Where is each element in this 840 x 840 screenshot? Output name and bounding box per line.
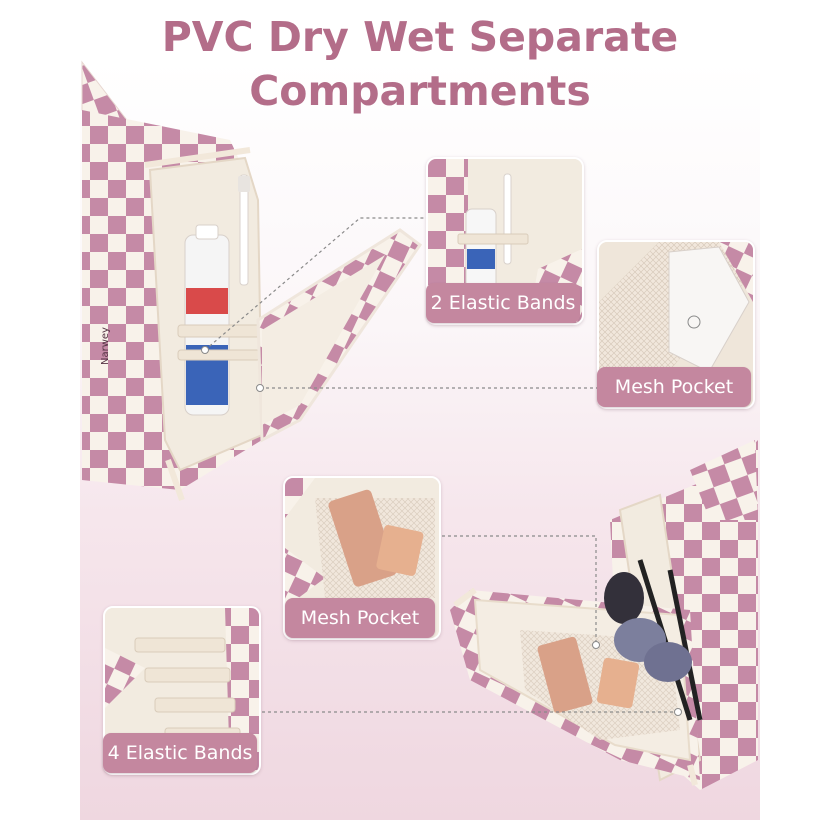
label-mesh-pocket-top: Mesh Pocket [597, 367, 751, 407]
page-title: PVC Dry Wet Separate Compartments [0, 10, 840, 118]
label-2-elastic-bands: 2 Elastic Bands [426, 283, 580, 323]
title-line-1: PVC Dry Wet Separate [161, 13, 679, 61]
label-4-elastic-bands: 4 Elastic Bands [103, 733, 257, 773]
bag-brand-label: Narwey [100, 327, 111, 365]
title-line-2: Compartments [249, 67, 591, 115]
label-mesh-pocket-bottom: Mesh Pocket [285, 598, 435, 638]
